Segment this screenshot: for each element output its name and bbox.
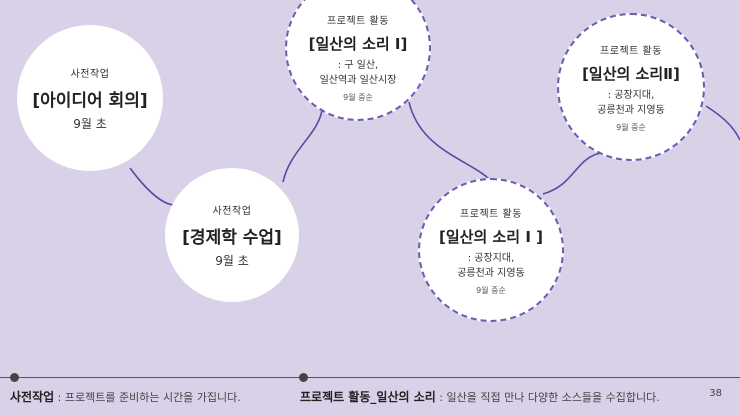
- footer-legend-prep-label: 사전작업: [10, 390, 55, 404]
- node-ilsan-sound-1: 프로젝트 활동 [일산의 소리 I] : 구 일산, 일산역과 일산시장 9월 …: [285, 0, 431, 121]
- node-title: [일산의 소리 I]: [308, 34, 408, 53]
- node-economics-class: 사전작업 [경제학 수업] 9월 초: [165, 168, 299, 302]
- page-number: 38: [709, 388, 722, 399]
- footer-legend-project-label: 프로젝트 활동_일산의 소리: [300, 390, 436, 404]
- footer-dot-right: [299, 373, 308, 382]
- node-title: [일산의 소리 I ]: [439, 227, 543, 246]
- node-when: 9월 초: [215, 253, 249, 268]
- node-idea-meeting: 사전작업 [아이디어 회의] 9월 초: [17, 25, 163, 171]
- node-time: 9월 중순: [476, 285, 506, 295]
- connector-n4-n5: [542, 152, 602, 195]
- connector-n2-n3: [282, 109, 323, 183]
- node-title: [일산의 소리Ⅱ]: [582, 64, 680, 83]
- node-title: [아이디어 회의]: [32, 90, 148, 111]
- footer-legend-prep: 사전작업 : 프로젝트를 준비하는 시간을 가집니다.: [10, 388, 241, 405]
- node-time: 9월 중순: [616, 122, 646, 132]
- node-time: 9월 중순: [343, 92, 373, 102]
- footer-legend-project-desc: : 일산을 직접 만나 다양한 소스들을 수집합니다.: [435, 391, 660, 404]
- node-category: 사전작업: [70, 68, 110, 80]
- footer-divider: [0, 377, 740, 378]
- node-description: : 공장지대, 공릉천과 지영동: [457, 252, 525, 279]
- node-ilsan-sound-3: 프로젝트 활동 [일산의 소리Ⅱ] : 공장지대, 공릉천과 지영동 9월 중순: [557, 13, 705, 161]
- node-category: 사전작업: [212, 205, 252, 217]
- node-description: : 공장지대, 공릉천과 지영동: [597, 89, 665, 116]
- connector-n3-n4: [408, 101, 491, 181]
- connector-n1-n2: [129, 167, 176, 206]
- node-category: 프로젝트 활동: [600, 45, 662, 57]
- node-ilsan-sound-2: 프로젝트 활동 [일산의 소리 I ] : 공장지대, 공릉천과 지영동 9월 …: [418, 178, 564, 322]
- footer-dot-left: [10, 373, 19, 382]
- footer: 사전작업 : 프로젝트를 준비하는 시간을 가집니다. 프로젝트 활동_일산의 …: [0, 372, 740, 416]
- connector-n5-offpage: [705, 105, 740, 141]
- footer-legend-prep-desc: : 프로젝트를 준비하는 시간을 가집니다.: [54, 391, 241, 404]
- node-when: 9월 초: [73, 116, 107, 131]
- footer-legend-project: 프로젝트 활동_일산의 소리 : 일산을 직접 만나 다양한 소스들을 수집합니…: [300, 388, 660, 405]
- node-category: 프로젝트 활동: [327, 15, 389, 27]
- node-description: : 구 일산, 일산역과 일산시장: [319, 59, 397, 86]
- node-category: 프로젝트 활동: [460, 208, 522, 220]
- node-title: [경제학 수업]: [182, 227, 282, 248]
